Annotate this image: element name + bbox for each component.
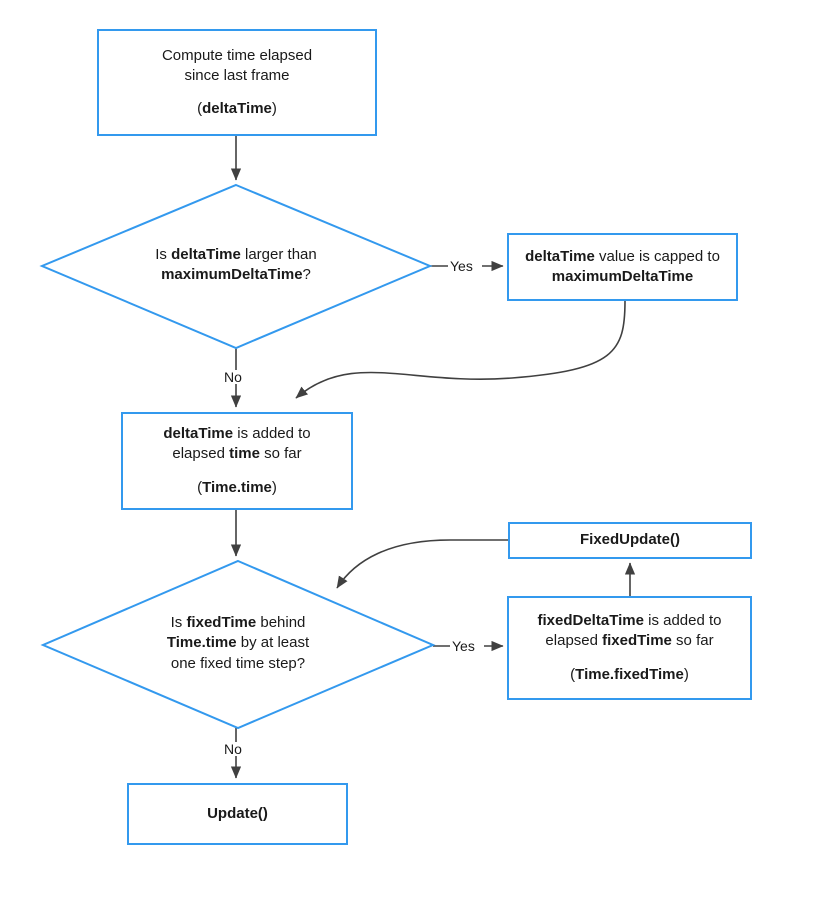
decision1-l1-a: Is [155, 246, 172, 263]
fixedadd-paren-open: ( [570, 665, 576, 683]
capped-line-2: maximumDeltaTime [552, 267, 693, 287]
decision2-line-2: Time.time by at least [88, 633, 388, 653]
decision-max-delta-shape[interactable] [39, 183, 433, 350]
fixedadd-l1-b: fixedDeltaTime [537, 612, 644, 630]
decision1-l1-c: larger than [240, 246, 317, 263]
capped-line-1: deltaTime value is capped to [525, 247, 720, 267]
decision2-l1-b: fixedTime [186, 614, 257, 631]
timetime-l2-a: elapsed [172, 445, 230, 463]
fixedadd-l2-a: elapsed [545, 632, 603, 650]
fixedadd-paren-close: ) [683, 665, 689, 683]
fixedadd-token: Time.fixedTime [575, 665, 684, 683]
decision2-l1-c: behind [256, 614, 306, 631]
fixedadd-l1-c: is added to [643, 612, 722, 630]
node-fixed-update[interactable]: FixedUpdate() [508, 522, 752, 559]
edge-label-no-bottom: No [223, 741, 243, 757]
fixedadd-line-3: (Time.fixedTime) [570, 665, 689, 685]
compute-delta-line-3: (deltaTime) [197, 99, 277, 119]
decision2-l2-b: Time.time [166, 634, 237, 652]
decision1-l2-b: maximumDeltaTime [161, 266, 303, 284]
decision2-l1-a: Is [170, 614, 187, 631]
timetime-l1-c: is added to [233, 425, 311, 443]
timetime-line-1: deltaTime is added to [163, 424, 310, 444]
edge-label-yes-bottom: Yes [451, 638, 476, 654]
edge-fixedupdate-to-decision2 [336, 539, 508, 589]
decision-fixed-time-text: Is fixedTime behind Time.time by at leas… [88, 613, 388, 674]
edge-capped-to-timetime [295, 300, 626, 399]
compute-delta-line-1: Compute time elapsed [161, 46, 313, 64]
fixedadd-line-2: elapsed fixedTime so far [545, 631, 713, 651]
timetime-line-2: elapsed time so far [172, 444, 301, 464]
compute-delta-paren-close: ) [271, 100, 277, 118]
timetime-paren-close: ) [271, 478, 277, 496]
decision1-l1-b: deltaTime [171, 246, 241, 263]
timetime-paren-open: ( [197, 478, 203, 496]
decision1-line-2: maximumDeltaTime? [86, 265, 386, 285]
node-time-time[interactable]: deltaTime is added to elapsed time so fa… [121, 412, 353, 510]
fixed-update-label: FixedUpdate() [579, 531, 680, 549]
decision2-line-3: one fixed time step? [170, 654, 306, 672]
timetime-l2-b: time [229, 445, 260, 463]
decision1-line-1: Is deltaTime larger than [86, 245, 386, 265]
timetime-l1-b: deltaTime [163, 425, 234, 443]
capped-l1-c: value is capped to [594, 247, 720, 265]
decision-max-delta-text: Is deltaTime larger than maximumDeltaTim… [86, 245, 386, 286]
node-delta-capped[interactable]: deltaTime value is capped to maximumDelt… [507, 233, 738, 301]
decision-fixed-time-shape[interactable] [40, 559, 436, 730]
decision2-line-1: Is fixedTime behind [88, 613, 388, 633]
node-compute-delta-time[interactable]: Compute time elapsed since last frame (d… [97, 29, 377, 136]
compute-delta-paren-open: ( [197, 100, 203, 118]
decision1-l2-c: ? [302, 266, 311, 284]
decision2-l2-c: by at least [236, 634, 310, 652]
compute-delta-token: deltaTime [202, 100, 272, 118]
update-label: Update() [207, 804, 268, 822]
node-time-fixed-time[interactable]: fixedDeltaTime is added to elapsed fixed… [507, 596, 752, 700]
edge-label-yes-top: Yes [449, 258, 474, 274]
timetime-l2-c: so far [259, 445, 302, 463]
timetime-line-3: (Time.time) [197, 478, 277, 498]
fixedadd-line-1: fixedDeltaTime is added to [538, 611, 722, 631]
node-update[interactable]: Update() [127, 783, 348, 845]
fixedadd-l2-b: fixedTime [602, 632, 672, 650]
edge-label-no-top: No [223, 369, 243, 385]
timetime-token: Time.time [202, 478, 272, 496]
capped-l2-b: maximumDeltaTime [551, 268, 694, 285]
compute-delta-line-2: since last frame [184, 66, 290, 84]
capped-l1-b: deltaTime [525, 247, 595, 265]
fixedadd-l2-c: so far [671, 632, 714, 650]
